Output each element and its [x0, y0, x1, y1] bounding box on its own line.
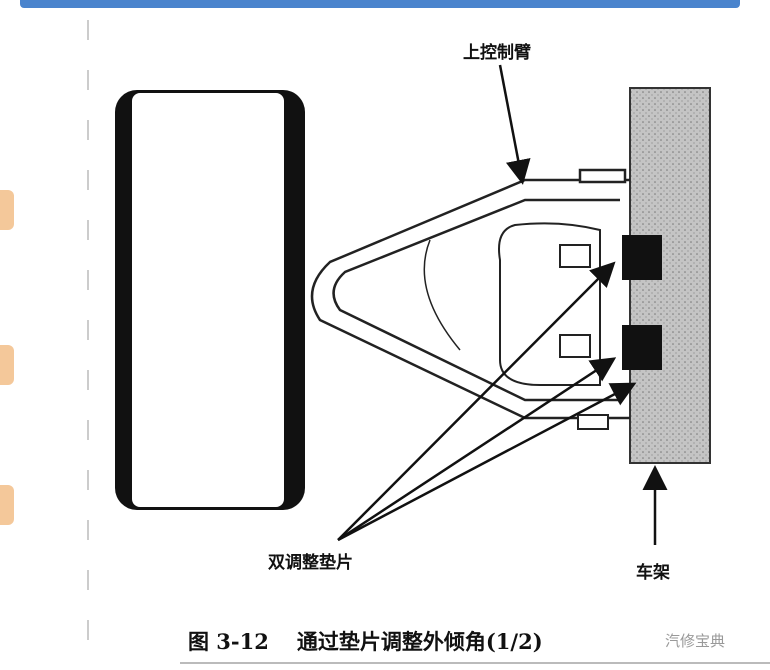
- cropped-header-text: [20, 0, 740, 8]
- bolts: [559, 244, 609, 430]
- side-decoration: [0, 190, 14, 230]
- caption-text: 通过垫片调整外倾角(1/2): [296, 629, 543, 654]
- shims: [622, 235, 662, 370]
- tire: [115, 90, 305, 510]
- divider: [180, 662, 770, 664]
- figure-number: 图 3-12: [188, 629, 269, 654]
- label-frame: 车架: [636, 563, 670, 583]
- watermark: 汽修宝典: [665, 632, 726, 650]
- figure-caption: 图 3-12 通过垫片调整外倾角(1/2): [188, 626, 571, 656]
- side-decoration: [0, 345, 14, 385]
- label-double-shims: 双调整垫片: [268, 553, 353, 573]
- label-upper-control-arm: 上控制臂: [463, 43, 531, 63]
- upper-control-arm: [310, 168, 630, 420]
- side-decoration: [0, 485, 14, 525]
